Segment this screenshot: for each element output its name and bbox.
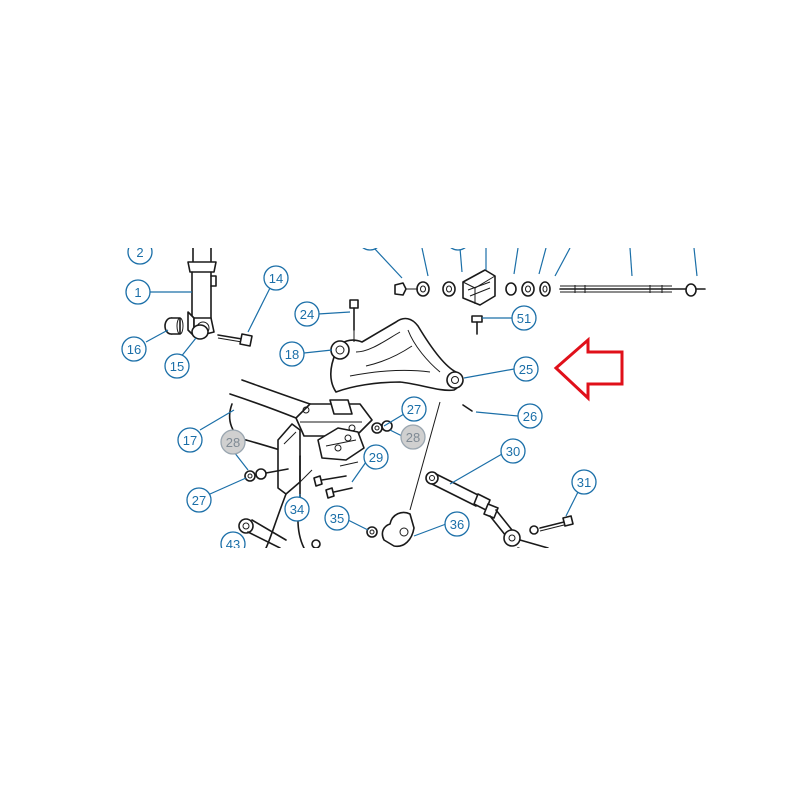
callout-layer: 2 1 14 16 15 24 18 51 25 26 27 28 17 28 29 30 27 31 34 35 36… <box>121 245 597 552</box>
callout-number: 15 <box>170 359 184 374</box>
callout-number: 25 <box>519 362 533 377</box>
callout-c18: 18 <box>279 341 305 367</box>
callout-circle <box>279 341 305 367</box>
callout-number: 51 <box>517 311 531 326</box>
callout-c27b: 27 <box>186 487 212 513</box>
strut-tube <box>187 248 217 340</box>
callout-circle <box>444 511 470 537</box>
callout-number: 27 <box>407 402 421 417</box>
callout-number: 1 <box>134 285 141 300</box>
bolt-31 <box>529 515 574 535</box>
callout-circle <box>127 248 153 265</box>
link-34 <box>238 518 321 548</box>
callout-number: 30 <box>506 444 520 459</box>
callout-circle <box>284 496 310 522</box>
callout-c24: 24 <box>294 301 320 327</box>
callout-number: 14 <box>269 271 283 286</box>
callout-circle <box>121 336 147 362</box>
callout-c15: 15 <box>164 353 190 379</box>
callout-circle <box>400 424 426 450</box>
bushing-16 <box>164 317 184 335</box>
callout-number: 36 <box>450 517 464 532</box>
callout-circle <box>571 469 597 495</box>
callout-number: 43 <box>226 537 240 552</box>
callout-c35: 35 <box>324 505 350 531</box>
callout-circle <box>401 396 427 422</box>
callout-circle <box>125 279 151 305</box>
callout-c28a: 28 <box>220 429 246 455</box>
callout-c36: 36 <box>444 511 470 537</box>
callout-number: 28 <box>226 435 240 450</box>
callout-c30: 30 <box>500 438 526 464</box>
callout-circle <box>500 438 526 464</box>
callout-number: 16 <box>127 342 141 357</box>
diagram-crop: 2 1 14 16 15 24 18 51 25 26 27 28 17 28 29 30 27 31 34 35 36… <box>121 245 706 552</box>
callout-circle <box>186 487 212 513</box>
callout-c29: 29 <box>363 444 389 470</box>
callout-number: 27 <box>192 493 206 508</box>
upper-control-arm <box>329 299 473 412</box>
callout-c25: 25 <box>513 356 539 382</box>
callout-number: 31 <box>577 475 591 490</box>
callout-number: 34 <box>290 502 304 517</box>
callout-number: 35 <box>330 511 344 526</box>
callout-c2: 2 <box>127 245 153 265</box>
callout-circle <box>164 353 190 379</box>
callout-circle <box>324 505 350 531</box>
bolts-29 <box>313 461 359 499</box>
callout-number: 28 <box>406 430 420 445</box>
hollow-arrow-left-icon <box>553 336 624 402</box>
callout-c31: 31 <box>571 469 597 495</box>
knuckle-36 <box>366 401 441 548</box>
callout-circle <box>517 403 543 429</box>
callout-c16: 16 <box>121 336 147 362</box>
lateral-link-30 <box>425 471 549 548</box>
callout-c14: 14 <box>263 265 289 291</box>
callout-circle <box>177 427 203 453</box>
washers-27-28 <box>244 420 393 482</box>
callout-circle <box>511 305 537 331</box>
callout-circle <box>263 265 289 291</box>
callout-circle <box>294 301 320 327</box>
callout-circle <box>513 356 539 382</box>
callout-number: 17 <box>183 433 197 448</box>
subframe <box>228 379 373 548</box>
top-cropped-callouts <box>362 248 466 251</box>
callout-number: 24 <box>300 307 314 322</box>
callout-c1: 1 <box>125 279 151 305</box>
callout-c26: 26 <box>517 403 543 429</box>
callout-c27a: 27 <box>401 396 427 422</box>
top-rod-assembly <box>394 269 706 335</box>
callout-c43: 43 <box>220 531 246 552</box>
callout-number: 2 <box>136 245 143 260</box>
callout-number: 26 <box>523 409 537 424</box>
bolt-14 <box>217 333 253 347</box>
callout-c28b: 28 <box>400 424 426 450</box>
callout-circle <box>220 429 246 455</box>
callout-c34: 34 <box>284 496 310 522</box>
callout-circle <box>363 444 389 470</box>
callout-number: 29 <box>369 450 383 465</box>
callout-circle <box>220 531 246 548</box>
callout-c17: 17 <box>177 427 203 453</box>
callout-c51: 51 <box>511 305 537 331</box>
callout-number: 18 <box>285 347 299 362</box>
